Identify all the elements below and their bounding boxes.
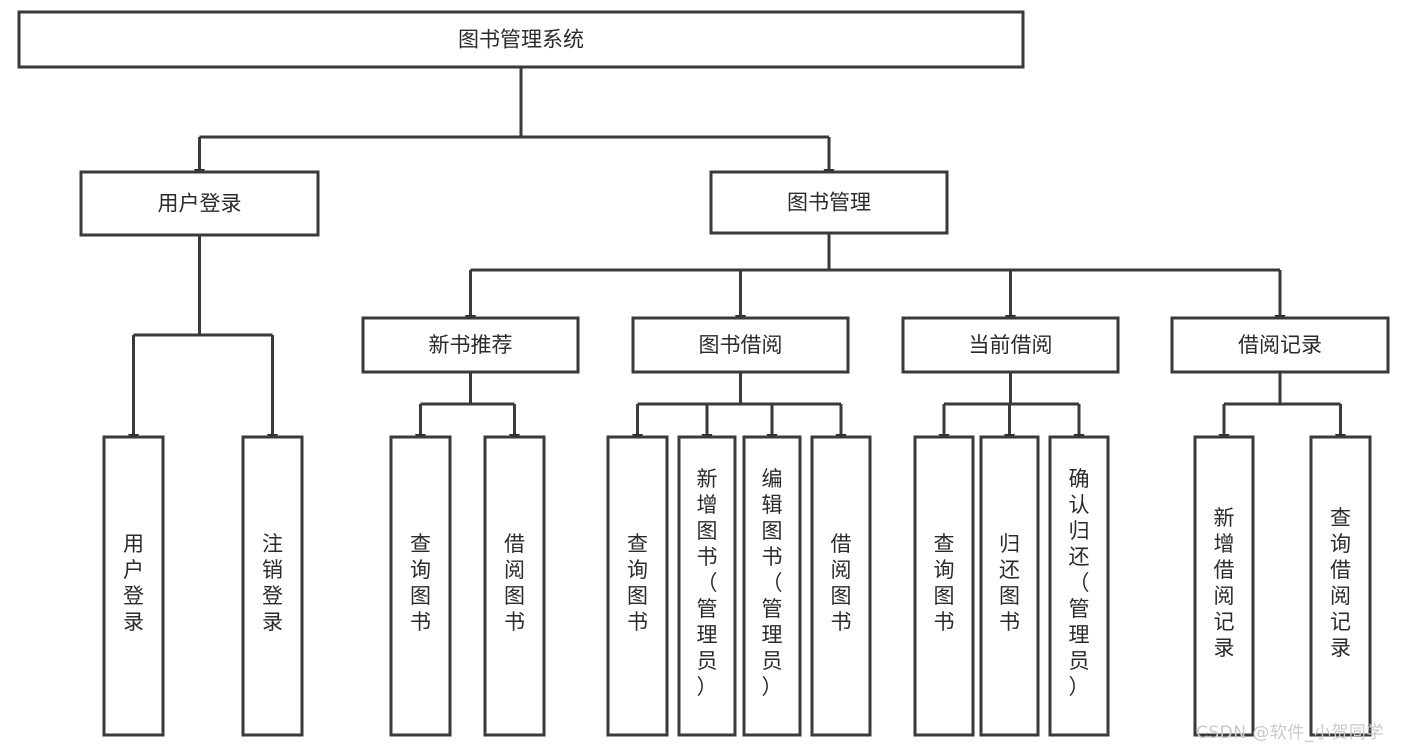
node-label: 借阅图书 (831, 532, 852, 634)
node-root-book-management-system[interactable]: 图书管理系统 (17, 10, 1025, 69)
node-label: 用户登录 (158, 192, 242, 216)
node-label: 借阅图书 (504, 532, 525, 634)
node-label: 用户登录 (123, 532, 144, 634)
node-leaf-borrow-book[interactable]: 借阅图书 (810, 435, 872, 737)
node-leaf-query-book-cur[interactable]: 查询图书 (913, 435, 975, 737)
node-leaf-query-record[interactable]: 查询借阅记录 (1309, 435, 1372, 737)
node-leaf-user-login[interactable]: 用户登录 (102, 435, 165, 737)
node-new-book-recommend[interactable]: 新书推荐 (361, 316, 580, 374)
node-book-borrow[interactable]: 图书借阅 (631, 316, 850, 374)
node-user-login[interactable]: 用户登录 (79, 170, 320, 237)
node-label: 查询借阅记录 (1330, 506, 1351, 660)
node-leaf-confirm-return[interactable]: 确认归还（管理员） (1048, 435, 1110, 737)
node-leaf-user-logout[interactable]: 注销登录 (241, 435, 304, 737)
node-label: 新增借阅记录 (1214, 506, 1235, 660)
node-label: 查询图书 (627, 532, 648, 634)
node-label: 查询图书 (410, 532, 431, 634)
node-leaf-borrow-book-rec[interactable]: 借阅图书 (483, 435, 546, 737)
node-leaf-add-record[interactable]: 新增借阅记录 (1193, 435, 1255, 737)
node-label: 图书管理 (787, 191, 871, 215)
node-current-borrow[interactable]: 当前借阅 (901, 316, 1120, 374)
csdn-watermark: CSDN @软件_小贺同学 (1196, 723, 1384, 743)
node-layer: 图书管理系统用户登录图书管理新书推荐图书借阅当前借阅借阅记录用户登录注销登录查询… (17, 10, 1390, 737)
node-label: 新书推荐 (429, 333, 513, 357)
node-leaf-return-book[interactable]: 归还图书 (979, 435, 1040, 737)
node-label: 确认归还（管理员） (1069, 467, 1090, 699)
node-label: 借阅记录 (1238, 333, 1322, 357)
node-label: 图书管理系统 (458, 28, 584, 52)
node-label: 编辑图书（管理员） (762, 467, 783, 699)
node-label: 归还图书 (999, 532, 1020, 634)
node-label: 查询图书 (934, 532, 955, 634)
node-leaf-query-book-rec[interactable]: 查询图书 (389, 435, 452, 737)
node-leaf-edit-book[interactable]: 编辑图书（管理员） (742, 435, 802, 737)
connector-layer (128, 67, 1346, 445)
node-borrow-record[interactable]: 借阅记录 (1170, 316, 1390, 374)
node-book-manage[interactable]: 图书管理 (709, 170, 949, 235)
node-label: 新增图书（管理员） (697, 467, 718, 699)
node-label: 当前借阅 (969, 333, 1053, 357)
node-leaf-query-book-borrow[interactable]: 查询图书 (606, 435, 669, 737)
node-label: 注销登录 (262, 532, 283, 634)
node-leaf-add-book[interactable]: 新增图书（管理员） (677, 435, 737, 737)
node-label: 图书借阅 (699, 333, 783, 357)
